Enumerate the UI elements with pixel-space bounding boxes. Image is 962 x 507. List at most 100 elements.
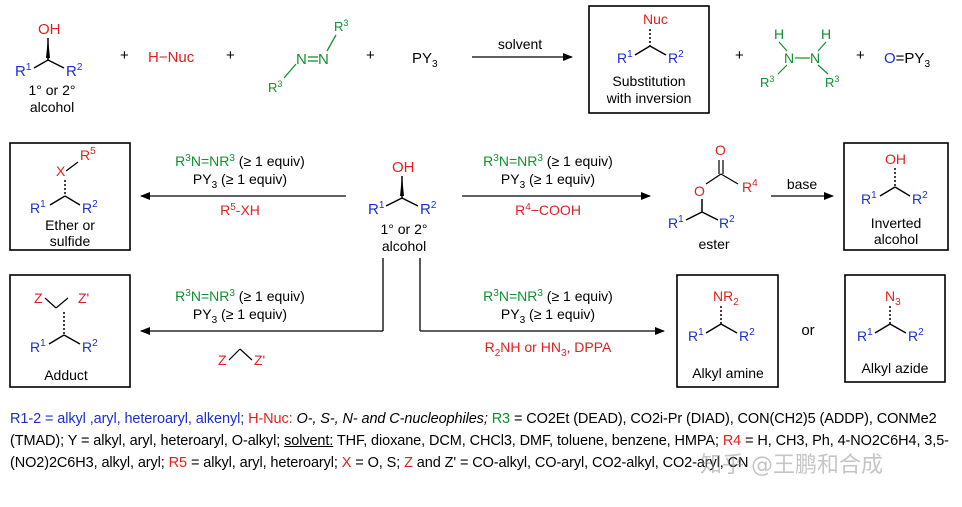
legend-solvent-key: solvent:	[284, 433, 334, 449]
top-product-caption-2: with inversion	[606, 90, 692, 106]
svg-text:R3: R3	[760, 74, 774, 90]
svg-text:O: O	[715, 142, 726, 158]
top-product-box: Nuc R1 R2 Substitution with inversion	[588, 5, 710, 114]
or-label: or	[801, 322, 814, 339]
legend-z-def: and Z' = CO-alkyl, CO-aryl, CO2-alkyl, C…	[416, 455, 749, 471]
plus-sign: +	[735, 47, 744, 64]
legend-r3: R3	[491, 411, 511, 427]
legend: R1-2 = alkyl ,aryl, heteroaryl, alkenyl;…	[10, 408, 955, 474]
plus-sign: +	[366, 47, 375, 64]
right-upper-reagent-2: PY3 (≥ 1 equiv)	[501, 171, 595, 191]
left-upper-reagent-2: PY3 (≥ 1 equiv)	[193, 171, 287, 191]
svg-text:R1: R1	[857, 327, 873, 344]
svg-text:Nuc: Nuc	[643, 11, 668, 27]
legend-r3-def: = CO2Et (DEAD), CO2i-Pr (DIAD), CON(CH2)…	[10, 411, 937, 449]
legend-r5: R5	[168, 455, 188, 471]
svg-text:R1: R1	[30, 338, 46, 355]
svg-text:R5: R5	[80, 146, 96, 163]
legend-hnuc: H-Nuc:	[248, 411, 293, 427]
svg-text:R1: R1	[30, 199, 46, 216]
center-alcohol-caption-2: alcohol	[382, 238, 426, 254]
top-solvent-label: solvent	[498, 36, 542, 52]
top-azodicarboxylate: R3 N N R3	[268, 18, 348, 95]
svg-text:R2: R2	[719, 214, 735, 231]
left-upper-reagent-1: R3N=NR3 (≥ 1 equiv)	[175, 153, 305, 169]
left-lower-nucleophile: Z Z'	[218, 348, 265, 368]
svg-text:N: N	[296, 51, 307, 68]
svg-text:Z: Z	[34, 290, 43, 306]
base-label: base	[787, 176, 818, 192]
ester-structure: O R4 O R1 R2 ester	[668, 142, 758, 252]
legend-x-def: = O, S;	[355, 455, 401, 471]
right-upper-reagent-1: R3N=NR3 (≥ 1 equiv)	[483, 153, 613, 169]
svg-text:N: N	[810, 50, 820, 66]
inverted-caption-2: alcohol	[874, 231, 918, 247]
left-lower-reagent-1: R3N=NR3 (≥ 1 equiv)	[175, 288, 305, 304]
inverted-caption-1: Inverted	[871, 215, 922, 231]
left-upper-caption-1: Ether or	[45, 217, 95, 233]
watermark: 知乎 @王鹏和合成	[700, 453, 883, 478]
svg-text:NR2: NR2	[713, 288, 739, 308]
svg-text:R1: R1	[15, 62, 32, 80]
svg-text:N3: N3	[885, 288, 901, 308]
svg-text:R2: R2	[908, 327, 924, 344]
left-upper-caption-2: sulfide	[50, 233, 91, 249]
svg-text:R2: R2	[82, 199, 98, 216]
adduct-box: Z Z' R1 R2 Adduct	[9, 274, 131, 388]
svg-text:N: N	[318, 51, 329, 68]
right-lower-reagent-1: R3N=NR3 (≥ 1 equiv)	[483, 288, 613, 304]
alkyl-azide-caption: Alkyl azide	[862, 360, 929, 376]
plus-sign: +	[856, 47, 865, 64]
legend-hnuc-def: O-, S-, N- and C-nucleophiles;	[296, 411, 488, 427]
legend-z: Z	[404, 455, 413, 471]
left-lower-reagent-2: PY3 (≥ 1 equiv)	[193, 306, 287, 326]
svg-text:OH: OH	[38, 21, 61, 38]
top-nucleophile: H−Nuc	[148, 49, 195, 66]
svg-text:Z': Z'	[78, 290, 89, 306]
svg-text:Z: Z	[218, 352, 227, 368]
svg-text:H: H	[821, 26, 831, 42]
top-hydrazine: H H N N R3 R3	[760, 26, 839, 90]
legend-solvent-def: THF, dioxane, DCM, CHCl3, DMF, toluene, …	[336, 433, 719, 449]
legend-r5-def: = alkyl, aryl, heteroaryl;	[190, 455, 338, 471]
right-lower-nucleophile: R2NH or HN3, DPPA	[485, 339, 612, 359]
top-alcohol: OH R1 R2 1° or 2° alcohol	[15, 21, 83, 115]
svg-text:OH: OH	[885, 151, 906, 167]
svg-text:R4: R4	[742, 178, 758, 195]
svg-text:R2: R2	[82, 338, 98, 355]
legend-r4-def: = H, CH3, Ph, 4-NO2C6H4, 3,5-(NO2)2C6H3,…	[10, 433, 949, 471]
svg-text:N: N	[784, 50, 794, 66]
svg-text:R1: R1	[861, 190, 877, 207]
svg-text:R3: R3	[825, 74, 839, 90]
legend-x: X	[341, 455, 352, 471]
top-byproduct: O=PY3	[884, 50, 930, 70]
svg-text:Z': Z'	[254, 352, 265, 368]
ester-caption: ester	[698, 236, 729, 252]
svg-text:R1: R1	[668, 214, 684, 231]
legend-r12: R1-2 = alkyl ,aryl, heteroaryl, alkenyl;	[10, 411, 245, 427]
center-alcohol-caption-1: 1° or 2°	[381, 221, 428, 237]
alkyl-azide-box: N3 R1 R2 Alkyl azide	[844, 274, 946, 383]
inverted-alcohol-box: OH R1 R2 Inverted alcohol	[843, 142, 949, 251]
alkyl-amine-box: NR2 R1 R2 Alkyl amine	[676, 274, 779, 388]
svg-text:R2: R2	[739, 327, 755, 344]
svg-text:R1: R1	[688, 327, 704, 344]
svg-text:R1: R1	[617, 49, 633, 66]
svg-text:H: H	[774, 26, 784, 42]
reaction-scheme: OH R1 R2 1° or 2° alcohol + H−Nuc + R3 N…	[9, 5, 949, 388]
plus-sign: +	[226, 47, 235, 64]
svg-text:R2: R2	[668, 49, 684, 66]
top-product-caption-1: Substitution	[612, 73, 685, 89]
top-alcohol-caption-2: alcohol	[30, 99, 74, 115]
svg-text:O: O	[694, 183, 705, 199]
svg-text:R2: R2	[912, 190, 928, 207]
center-alcohol: OH R1 R2 1° or 2° alcohol	[368, 159, 437, 254]
left-upper-nucleophile: R5-XH	[220, 202, 260, 218]
alkyl-amine-caption: Alkyl amine	[692, 365, 764, 381]
svg-text:R3: R3	[268, 79, 282, 95]
adduct-caption: Adduct	[44, 367, 88, 383]
plus-sign: +	[120, 47, 129, 64]
legend-r4: R4	[722, 433, 742, 449]
right-lower-reagent-2: PY3 (≥ 1 equiv)	[501, 306, 595, 326]
left-upper-product-box: R5 X R1 R2 Ether or sulfide	[9, 142, 131, 251]
